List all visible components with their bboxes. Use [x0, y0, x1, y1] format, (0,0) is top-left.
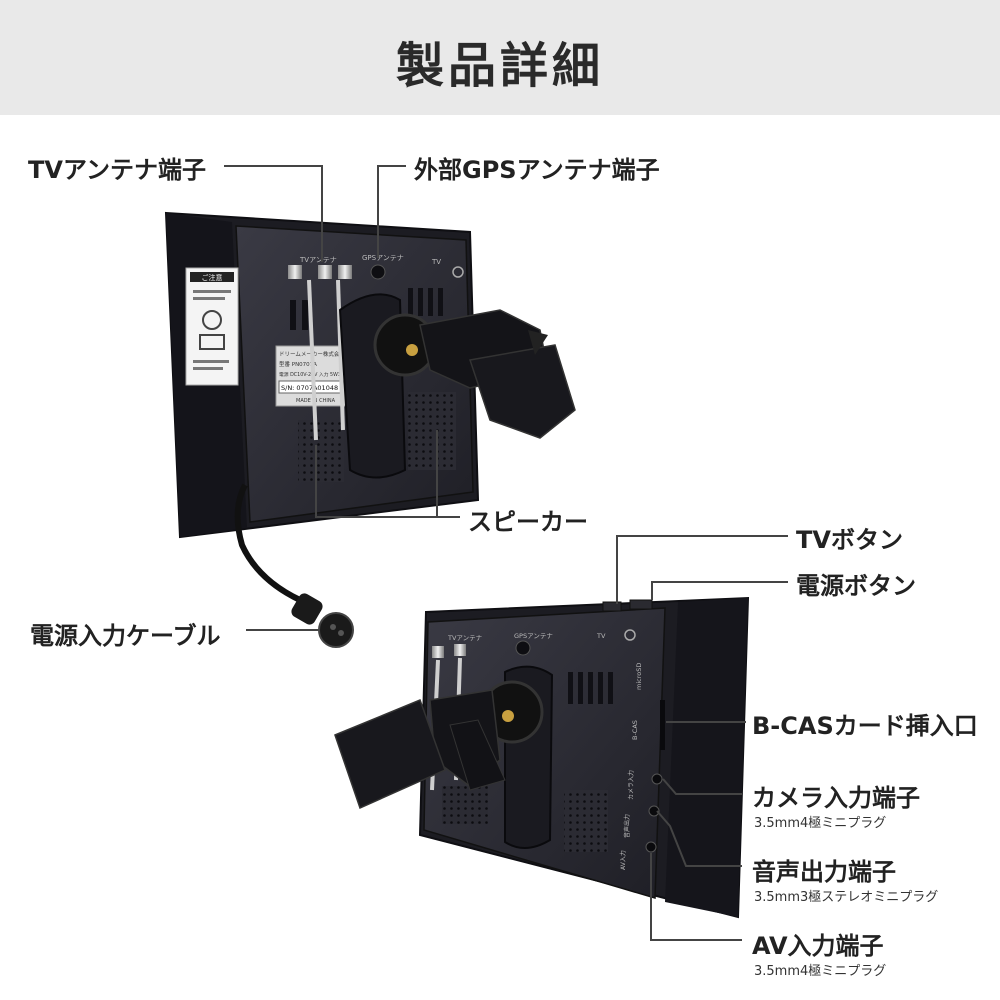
- sticker-model: 型番 PN0707A: [279, 360, 317, 368]
- bottom-tv-mark: TV: [596, 632, 606, 640]
- label-av-in-spec: 3.5mm4極ミニプラグ: [754, 964, 887, 979]
- label-tv-button: TVボタン: [796, 526, 903, 554]
- bottom-microsd-mark: microSD: [635, 663, 643, 690]
- top-gps-port: [370, 264, 386, 280]
- bottom-gps-port: [515, 640, 531, 656]
- bottom-gps-mark: GPSアンテナ: [514, 632, 553, 640]
- bottom-power-icon: [624, 629, 636, 641]
- bottom-monitor: TVアンテナ GPSアンテナ TV microSD B-CAS カメラ入力 音声…: [334, 596, 750, 919]
- bottom-audio-port: [648, 805, 660, 817]
- top-monitor: ご注意 ドリームメーカー株式会社 型番 PN0707A 電源 DC10V-24V…: [164, 211, 576, 648]
- top-power-icon: [452, 266, 464, 278]
- bottom-speaker-left: [442, 786, 488, 824]
- top-speaker-right: [408, 392, 456, 470]
- label-audio-out: 音声出力端子: [752, 858, 896, 886]
- warning-sticker-header: [190, 272, 234, 282]
- header-band: 製品詳細: [0, 0, 1000, 115]
- label-speaker: スピーカー: [468, 508, 588, 536]
- bottom-vent-slots: [568, 672, 613, 704]
- bottom-mount-arm: [334, 689, 506, 810]
- label-tv-antenna: TVアンテナ端子: [28, 156, 206, 184]
- page-title: 製品詳細: [395, 38, 604, 94]
- bottom-power-button: [629, 599, 653, 610]
- label-av-in: AV入力端子: [752, 932, 884, 960]
- bottom-tv-button: [602, 601, 622, 612]
- bottom-tv-antenna-mark: TVアンテナ: [447, 634, 482, 642]
- top-power-cable: [234, 483, 322, 615]
- top-tv-antenna-mark: TVアンテナ: [299, 256, 337, 264]
- top-cable-connector: [291, 593, 323, 625]
- bottom-bcas-mark: B-CAS: [631, 720, 639, 740]
- top-tv-mark: TV: [431, 258, 441, 266]
- label-audio-out-spec: 3.5mm3極ステレオミニプラグ: [754, 890, 939, 905]
- label-power-cable: 電源入力ケーブル: [30, 622, 221, 650]
- top-mount-arm: [419, 309, 576, 439]
- sticker-serial: S/N: 0707A01048: [281, 384, 338, 392]
- label-camera-in: カメラ入力端子: [752, 784, 920, 812]
- bottom-av-mark: AV入力: [619, 850, 627, 870]
- top-vent-slots: [290, 288, 443, 330]
- bottom-audio-mark: 音声出力: [623, 814, 631, 838]
- warning-sticker-title: ご注意: [202, 273, 223, 282]
- label-power-button: 電源ボタン: [796, 572, 916, 600]
- top-gps-mark: GPSアンテナ: [362, 254, 404, 262]
- bottom-camera-mark: カメラ入力: [627, 770, 635, 800]
- bottom-av-port: [645, 841, 657, 853]
- label-camera-in-spec: 3.5mm4極ミニプラグ: [754, 816, 887, 831]
- warning-sticker: [185, 267, 239, 386]
- top-antenna-terminals: [288, 265, 352, 441]
- bottom-leader-lines: [616, 535, 788, 941]
- label-bcas: B-CASカード挿入口: [752, 712, 978, 740]
- label-gps-antenna: 外部GPSアンテナ端子: [414, 156, 660, 184]
- bottom-camera-port: [651, 773, 663, 785]
- bottom-monitor-side: [665, 598, 748, 917]
- top-leader-lines: [224, 165, 460, 631]
- bottom-bcas-slot: [660, 700, 665, 750]
- bottom-speaker-right: [564, 790, 608, 852]
- top-speaker-left: [298, 420, 344, 482]
- top-cable-plug: [318, 612, 354, 648]
